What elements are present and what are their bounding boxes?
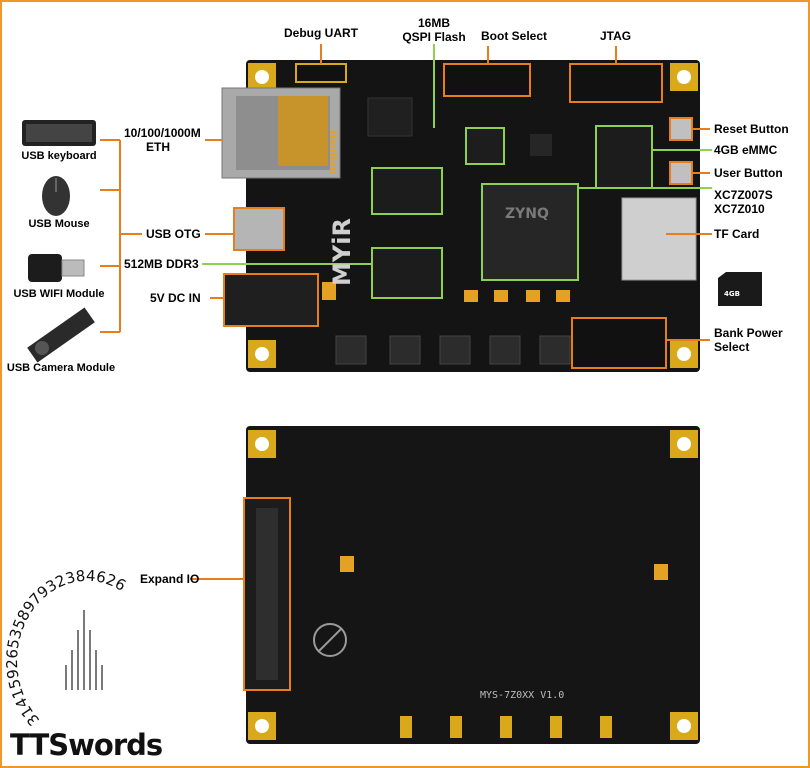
watermark-logo: 31415926535897932384626 xyxy=(3,567,129,730)
dc-in-label: 5V DC IN xyxy=(150,291,201,305)
soc-label-line2: XC7Z010 xyxy=(714,202,765,216)
watermark-digits: 31415926535897932384626 xyxy=(3,567,129,730)
expand-io-label: Expand IO xyxy=(140,572,200,586)
usb-otg-label: USB OTG xyxy=(146,227,201,241)
sd-card-text: 4GB xyxy=(724,290,740,298)
eth-label-line2: ETH xyxy=(146,140,170,154)
user-button-label: User Button xyxy=(714,166,783,180)
tf-card-label: TF Card xyxy=(714,227,760,241)
bottom-board xyxy=(243,426,700,744)
callout-lines xyxy=(100,44,712,580)
camera-module-icon xyxy=(27,307,95,363)
bank-power-label-line1: Bank Power xyxy=(714,326,783,340)
zynq-text: ZYNQ xyxy=(505,206,549,222)
ddr3-label: 512MB DDR3 xyxy=(124,257,199,271)
bank-power-label-line2: Select xyxy=(714,340,750,354)
jtag-label: JTAG xyxy=(600,29,632,43)
usb-mouse-label: USB Mouse xyxy=(28,218,90,230)
top-board xyxy=(221,60,700,372)
keyboard-icon xyxy=(22,120,96,146)
eth-brand-text: HanRun xyxy=(327,130,338,174)
green-callout-lines xyxy=(202,44,712,265)
usb-keyboard-label: USB keyboard xyxy=(21,150,97,162)
debug-uart-label: Debug UART xyxy=(284,26,358,40)
usb-wifi-label: USB WIFI Module xyxy=(13,288,105,300)
boot-select-label: Boot Select xyxy=(481,29,548,43)
eth-label-line1: 10/100/1000M xyxy=(124,126,201,140)
model-text: MYS-7Z0XX V1.0 xyxy=(480,690,564,701)
qspi-flash-label-line1: 16MB xyxy=(417,16,450,30)
usb-camera-label: USB Camera Module xyxy=(6,362,116,374)
sd-card-icon xyxy=(718,272,762,306)
wifi-dongle-icon xyxy=(28,254,85,282)
mouse-icon xyxy=(42,176,70,216)
reset-button-label: Reset Button xyxy=(714,122,789,136)
emmc-label: 4GB eMMC xyxy=(714,143,778,157)
soc-label-line1: XC7Z007S xyxy=(714,188,773,202)
qspi-flash-label-line2: QSPI Flash xyxy=(402,30,466,44)
watermark-brand: TTSwords xyxy=(10,728,163,762)
brand-vertical-text: MYiR xyxy=(328,218,356,286)
